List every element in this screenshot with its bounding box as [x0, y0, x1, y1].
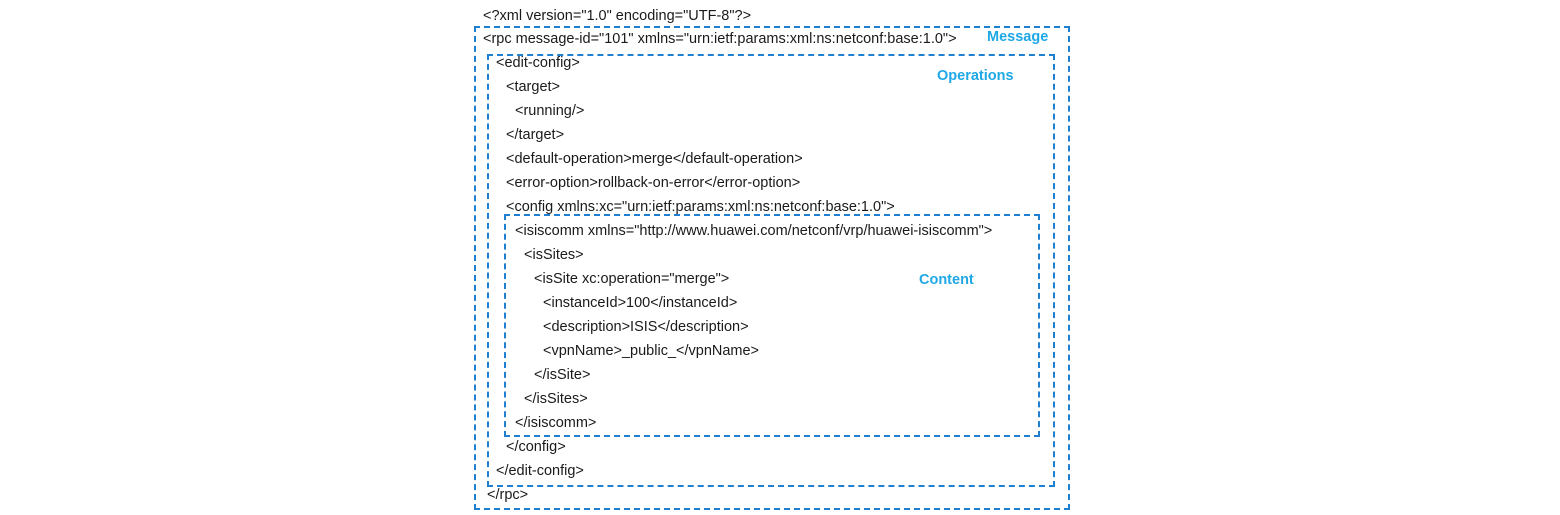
xml-line: <config xmlns:xc="urn:ietf:params:xml:ns… [506, 199, 895, 215]
xml-line: </edit-config> [496, 463, 584, 479]
xml-line: <isSites> [524, 247, 584, 263]
xml-line: <vpnName>_public_</vpnName> [543, 343, 760, 359]
message-box [474, 26, 1070, 510]
xml-line: </isiscomm> [515, 415, 597, 431]
xml-line: <target> [506, 79, 561, 95]
xml-line: <default-operation>merge</default-operat… [506, 151, 803, 167]
content-box [504, 214, 1040, 437]
xml-line: <isiscomm xmlns="http://www.huawei.com/n… [515, 223, 993, 239]
xml-line: <isSite xc:operation="merge"> [534, 271, 730, 287]
xml-line: <?xml version="1.0" encoding="UTF-8"?> [483, 8, 752, 24]
content-label: Content [919, 272, 974, 288]
xml-line: </target> [506, 127, 565, 143]
xml-line: <instanceId>100</instanceId> [543, 295, 738, 311]
xml-line: </isSites> [524, 391, 588, 407]
operations-label: Operations [937, 68, 1014, 84]
xml-line: <description>ISIS</description> [543, 319, 749, 335]
xml-line: <edit-config> [496, 55, 580, 71]
xml-line: </rpc> [487, 487, 529, 503]
operations-box [487, 54, 1055, 487]
xml-line: </isSite> [534, 367, 591, 383]
xml-line: <running/> [515, 103, 585, 119]
xml-line: <rpc message-id="101" xmlns="urn:ietf:pa… [483, 31, 957, 47]
message-label: Message [987, 29, 1049, 45]
xml-line: </config> [506, 439, 566, 455]
xml-line: <error-option>rollback-on-error</error-o… [506, 175, 801, 191]
